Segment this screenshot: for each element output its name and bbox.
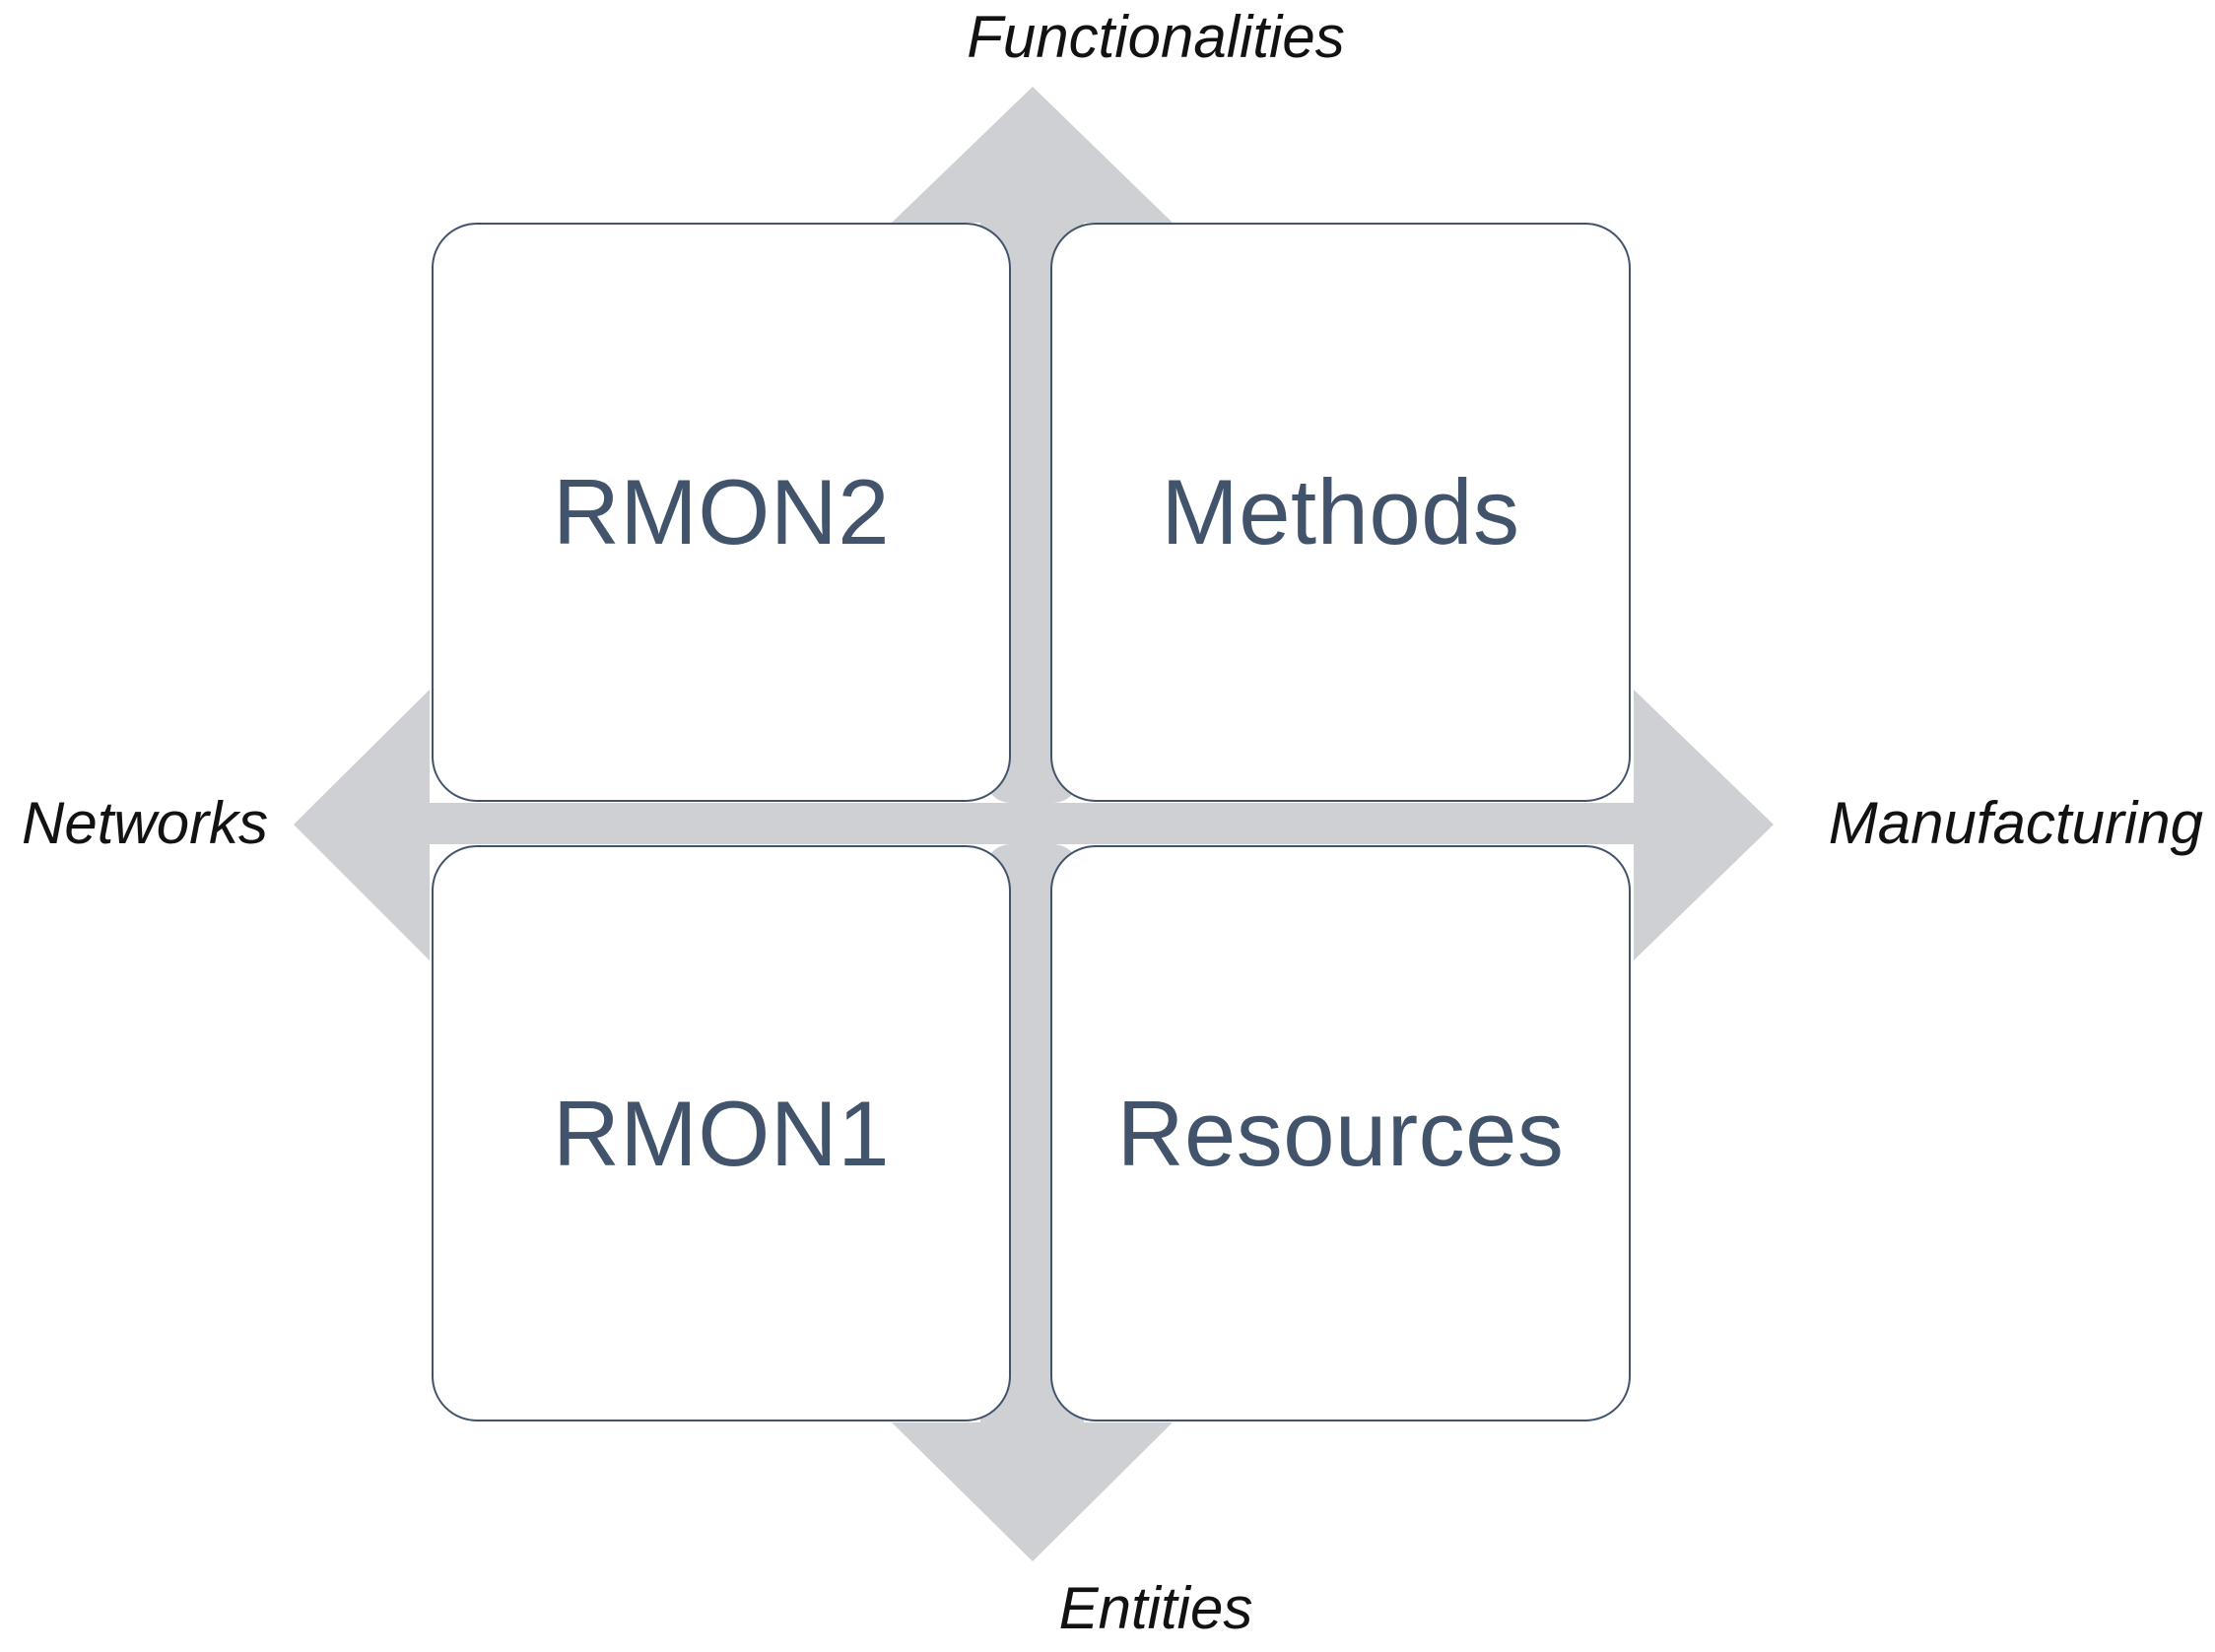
axis-label-bottom: Entities — [1058, 1575, 1253, 1641]
quadrant-bottom-left[interactable]: RMON1 — [432, 845, 1011, 1421]
axis-label-top: Functionalities — [967, 4, 1345, 70]
quadrant-bottom-right[interactable]: Resources — [1050, 845, 1631, 1421]
quadrant-top-left[interactable]: RMON2 — [432, 223, 1011, 802]
quadrant-bottom-left-label: RMON1 — [553, 1081, 890, 1185]
quadrant-top-right[interactable]: Methods — [1050, 223, 1631, 802]
quadrant-top-left-label: RMON2 — [553, 460, 890, 563]
axis-label-left: Networks — [22, 790, 269, 856]
quadrant-top-right-label: Methods — [1161, 460, 1520, 563]
axis-label-right: Manufacturing — [1828, 790, 2203, 856]
quadrant-bottom-right-label: Resources — [1116, 1081, 1565, 1185]
